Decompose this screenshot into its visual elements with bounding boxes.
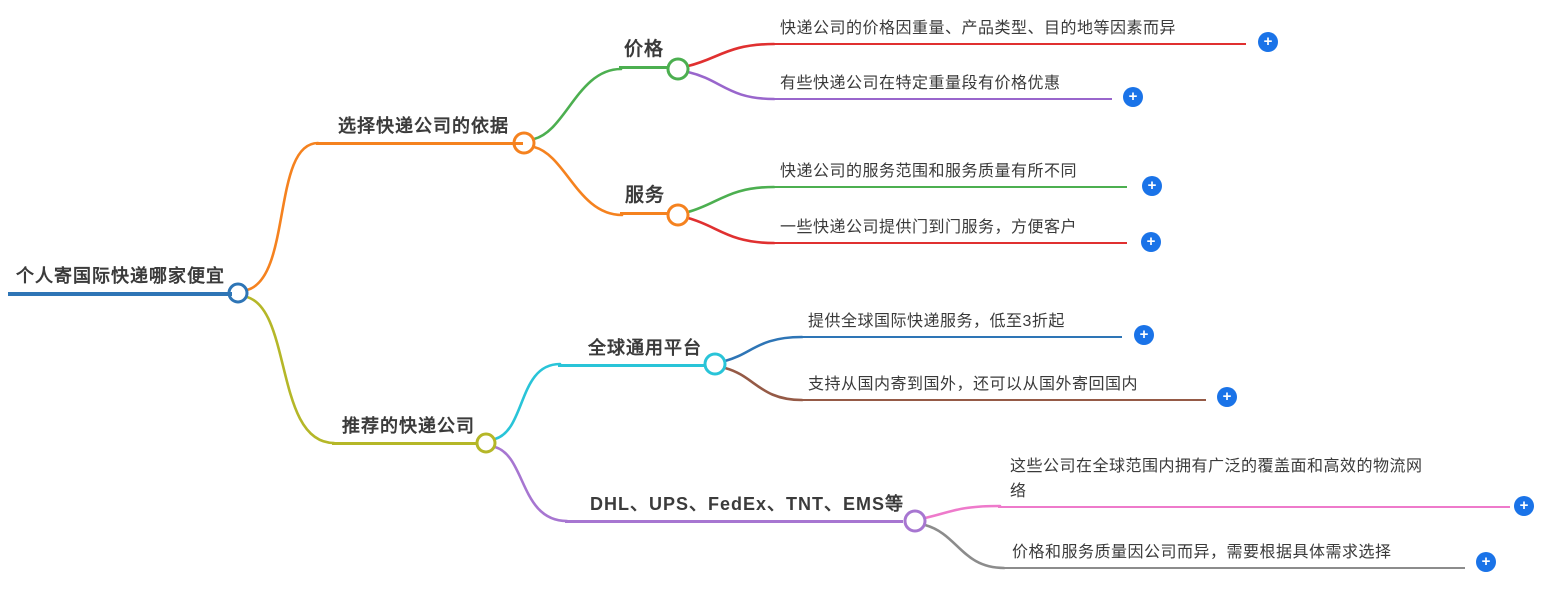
expand-plus-icon[interactable]: + [1476,552,1496,572]
edge-service-leaf3 [686,185,776,214]
expand-plus-icon[interactable]: + [1141,232,1161,252]
leaf-price-varies[interactable]: 快递公司的价格因重量、产品类型、目的地等因素而异 [772,16,1246,45]
service-connector[interactable] [666,203,690,227]
edge-dhl-leaf7 [923,504,1002,520]
branch-node-selection-basis[interactable]: 选择快递公司的依据 [316,114,523,145]
expand-plus-icon[interactable]: + [1134,325,1154,345]
branch-node-recommended-companies[interactable]: 推荐的快递公司 [332,414,476,445]
edge-dhl-leaf8 [923,523,1006,570]
sub-node-dhl-ups-fedex[interactable]: DHL、UPS、FedEx、TNT、EMS等 [565,492,903,523]
leaf-door-to-door[interactable]: 一些快递公司提供门到门服务，方便客户 [772,215,1127,244]
leaf-global-coverage[interactable]: 这些公司在全球范围内拥有广泛的覆盖面和高效的物流网络 [998,454,1510,508]
edge-root-branch2 [245,295,336,445]
expand-plus-icon[interactable]: + [1514,496,1534,516]
leaf-weight-discount[interactable]: 有些快递公司在特定重量段有价格优惠 [772,71,1112,100]
dhl-connector[interactable] [903,509,927,533]
price-connector[interactable] [666,57,690,81]
expand-plus-icon[interactable]: + [1258,32,1278,52]
leaf-send-abroad[interactable]: 支持从国内寄到国外，还可以从国外寄回国内 [800,372,1206,401]
branch2-connector[interactable] [475,432,497,454]
root-node[interactable]: 个人寄国际快递哪家便宜 [8,264,232,296]
leaf-choose-by-need[interactable]: 价格和服务质量因公司而异，需要根据具体需求选择 [1000,540,1465,569]
edge-branch2-platform [493,362,562,441]
edge-branch1-price [532,67,623,141]
sub-node-price[interactable]: 价格 [619,38,668,69]
edge-platform-leaf5 [723,335,804,363]
expand-plus-icon[interactable]: + [1142,176,1162,196]
edge-root-branch1 [245,141,320,292]
platform-connector[interactable] [703,352,727,376]
expand-plus-icon[interactable]: + [1217,387,1237,407]
leaf-global-discount[interactable]: 提供全球国际快递服务，低至3折起 [800,309,1122,338]
edge-price-leaf2 [686,70,776,101]
edge-platform-leaf6 [723,366,804,402]
sub-node-global-platform[interactable]: 全球通用平台 [558,336,704,367]
edge-branch1-service [532,145,624,217]
edge-service-leaf4 [686,216,776,245]
edge-branch2-dhl [493,445,569,523]
expand-plus-icon[interactable]: + [1123,87,1143,107]
edge-price-leaf1 [686,42,776,68]
leaf-service-scope[interactable]: 快递公司的服务范围和服务质量有所不同 [772,159,1127,188]
leaf-global-coverage-text: 这些公司在全球范围内拥有广泛的覆盖面和高效的物流网络 [1010,458,1423,500]
sub-node-service[interactable]: 服务 [620,184,668,215]
